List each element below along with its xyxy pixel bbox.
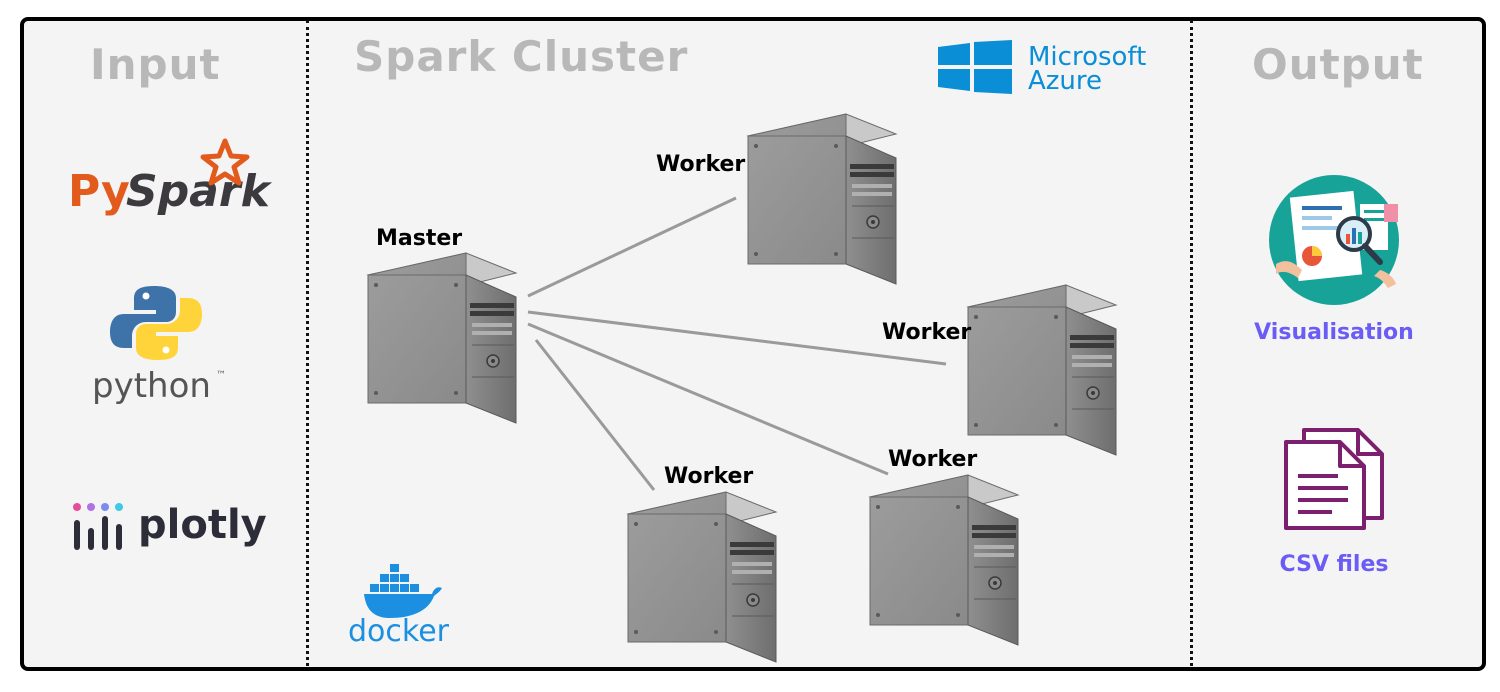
master-label: Master xyxy=(376,226,463,251)
visualisation-icon xyxy=(1269,175,1399,305)
docker-wordmark: docker xyxy=(348,614,449,649)
worker-server-icon-2 xyxy=(967,284,1117,456)
python-tm: ™ xyxy=(216,370,226,381)
worker-label-1: Worker xyxy=(656,152,746,177)
python-snakes-icon xyxy=(110,286,202,360)
plotly-wordmark: plotly xyxy=(138,502,267,548)
worker-server-icon-1 xyxy=(747,113,897,285)
link-master-worker-3 xyxy=(527,322,889,476)
csv-files-label: CSV files xyxy=(1279,552,1389,577)
docker-whale-icon xyxy=(364,564,442,618)
worker-label-4: Worker xyxy=(888,447,978,472)
master-server-icon xyxy=(367,252,517,424)
spark-star-icon xyxy=(200,138,250,186)
pyspark-py-text: Py xyxy=(68,166,130,217)
input-title: Input xyxy=(90,40,221,89)
worker-server-icon-3 xyxy=(627,491,777,663)
azure-brand-top: Microsoft xyxy=(1028,42,1147,72)
python-wordmark: python xyxy=(92,366,211,406)
divider-input-cluster xyxy=(306,20,309,666)
plotly-dots-icon xyxy=(73,503,123,550)
worker-server-icon-4 xyxy=(869,474,1019,646)
link-master-worker-2 xyxy=(527,310,947,366)
link-master-worker-1 xyxy=(527,196,737,298)
link-master-worker-4 xyxy=(534,339,656,491)
pyspark-spark-text: Spark xyxy=(126,166,270,217)
cluster-title: Spark Cluster xyxy=(354,32,689,81)
worker-label-3: Worker xyxy=(664,464,754,489)
azure-brand-bottom: Azure xyxy=(1028,66,1103,96)
windows-icon xyxy=(938,40,1012,94)
divider-cluster-output xyxy=(1190,20,1193,666)
visualisation-label: Visualisation xyxy=(1254,320,1414,345)
csv-files-icon xyxy=(1284,428,1384,530)
worker-label-2: Worker xyxy=(882,320,972,345)
output-title: Output xyxy=(1252,40,1424,89)
